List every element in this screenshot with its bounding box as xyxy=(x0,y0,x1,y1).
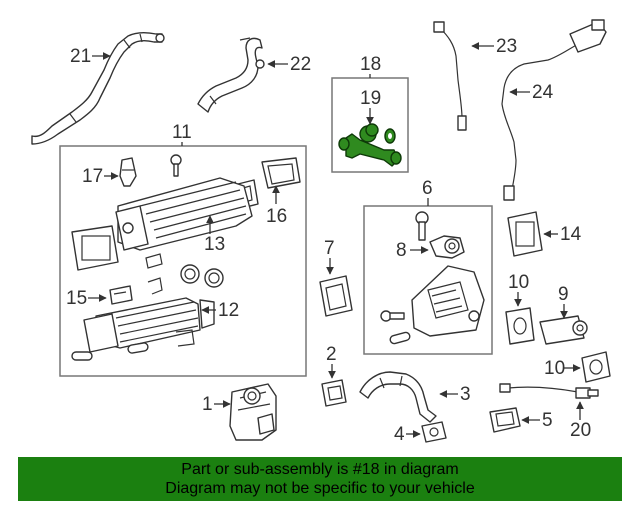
part-20-sensor[interactable] xyxy=(499,383,599,399)
label-17: 17 xyxy=(82,166,103,187)
part-flange-left[interactable] xyxy=(71,225,119,271)
parts-diagram: 21 22 18 19 23 24 11 xyxy=(31,19,611,445)
part-2-gasket[interactable] xyxy=(321,379,347,407)
label-7: 7 xyxy=(324,238,335,259)
part-6-egr-valve-body[interactable] xyxy=(411,265,485,337)
part-12-egr-cooler-lower[interactable] xyxy=(83,297,215,353)
label-15: 15 xyxy=(66,288,87,309)
info-banner: Part or sub-assembly is #18 in diagram D… xyxy=(18,457,622,501)
label-10b: 10 xyxy=(544,358,565,379)
part-3-egr-pipe[interactable] xyxy=(359,371,437,423)
label-18: 18 xyxy=(360,54,381,75)
part-gaskets-set[interactable] xyxy=(145,253,224,295)
group-box-11 xyxy=(59,145,307,377)
label-16: 16 xyxy=(266,206,287,227)
label-19: 19 xyxy=(360,88,381,109)
part-7-gasket[interactable] xyxy=(319,275,353,317)
part-9-connector[interactable] xyxy=(539,315,588,345)
label-13: 13 xyxy=(204,234,225,255)
part-23-sensor[interactable] xyxy=(433,21,467,131)
label-11: 11 xyxy=(172,122,192,143)
part-24-sensor[interactable] xyxy=(501,19,607,201)
part-15-clip[interactable] xyxy=(109,285,133,305)
label-9: 9 xyxy=(558,284,569,305)
part-5-bracket[interactable] xyxy=(489,407,521,433)
part-21-hose[interactable] xyxy=(31,31,165,145)
banner-line-2: Diagram may not be specific to your vehi… xyxy=(165,480,475,497)
label-21: 21 xyxy=(70,46,91,67)
banner-line-1: Part or sub-assembly is #18 in diagram xyxy=(181,461,459,478)
part-6-small-bolts[interactable] xyxy=(380,310,411,345)
part-6-bolt[interactable] xyxy=(415,211,429,241)
label-23: 23 xyxy=(496,36,517,57)
part-22-hose[interactable] xyxy=(197,37,265,113)
label-22: 22 xyxy=(290,54,311,75)
label-24: 24 xyxy=(532,82,554,103)
part-4-gasket[interactable] xyxy=(421,421,447,443)
part-10-gasket-lower[interactable] xyxy=(581,351,611,383)
label-20: 20 xyxy=(570,420,591,441)
label-8: 8 xyxy=(396,240,407,261)
label-14: 14 xyxy=(560,224,582,245)
label-5: 5 xyxy=(542,410,553,431)
label-1: 1 xyxy=(202,394,213,415)
part-10-gasket-upper[interactable] xyxy=(505,307,535,345)
part-tubes[interactable] xyxy=(71,329,195,361)
part-18-egr-tube-assembly[interactable] xyxy=(338,123,402,167)
label-12: 12 xyxy=(218,300,239,321)
part-bolt[interactable] xyxy=(170,154,182,177)
label-6: 6 xyxy=(422,178,433,199)
label-3: 3 xyxy=(460,384,471,405)
part-13-egr-cooler-upper[interactable] xyxy=(115,177,253,251)
label-2: 2 xyxy=(326,344,337,365)
label-4: 4 xyxy=(394,424,405,445)
part-1-egr-valve[interactable] xyxy=(229,383,277,441)
part-8-actuator[interactable] xyxy=(429,235,465,259)
label-10a: 10 xyxy=(508,272,529,293)
part-17-valve[interactable] xyxy=(119,157,137,187)
part-14-bracket[interactable] xyxy=(507,211,543,257)
